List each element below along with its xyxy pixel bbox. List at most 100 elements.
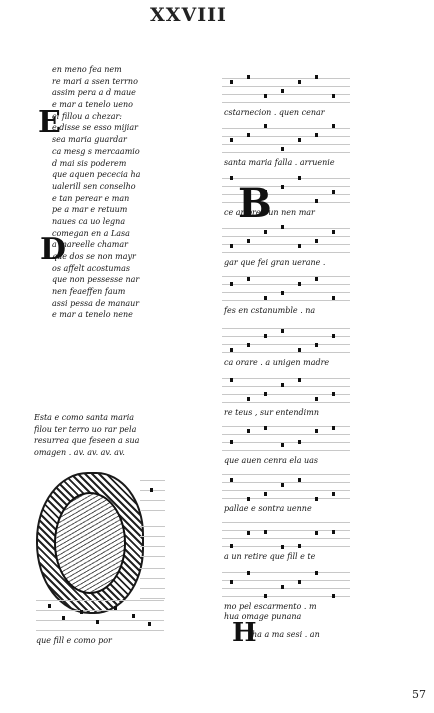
music-note <box>281 585 284 589</box>
text-line: en meno fea nem <box>52 65 122 74</box>
text-line: e mar a tenelo ueno <box>52 100 133 110</box>
rubric-line: filou ter terro uo rar pela <box>34 424 137 434</box>
text-line: e tan perear e man <box>52 193 130 203</box>
lyric-line: gar que fei gran uerane . <box>224 258 326 267</box>
music-note <box>281 89 284 93</box>
lyric-line: ce ar pren un nen mar <box>224 208 315 217</box>
music-note <box>332 190 335 194</box>
music-note <box>332 230 335 234</box>
music-note <box>247 343 250 347</box>
music-note <box>298 348 301 352</box>
text-line: ualerill sen conselho <box>52 181 136 191</box>
music-note <box>332 594 335 598</box>
text-line: re mari a ssen terrno <box>52 76 138 86</box>
music-note <box>247 429 250 433</box>
music-note <box>264 190 267 194</box>
music-note <box>298 244 301 248</box>
lyric-line: cstarnecion . quen cenar <box>224 108 325 117</box>
page-number: 57 <box>412 688 426 701</box>
music-note <box>264 230 267 234</box>
music-note <box>264 124 267 128</box>
music-note <box>281 545 284 549</box>
text-line: naues ca uo legna <box>52 216 126 226</box>
music-note <box>332 392 335 396</box>
final-lyric-line: ha a ma sesi . an <box>252 630 320 639</box>
music-note <box>230 348 233 352</box>
music-staff <box>222 322 350 366</box>
music-note <box>281 185 284 189</box>
music-note <box>230 138 233 142</box>
lyric-line: re teus , sur entendimn <box>224 408 319 417</box>
music-note <box>298 580 301 584</box>
text-line: que dos se non mayr <box>52 252 136 261</box>
music-note <box>230 244 233 248</box>
music-note <box>315 199 318 203</box>
music-note <box>281 443 284 447</box>
music-note <box>230 176 233 180</box>
music-note <box>315 75 318 79</box>
music-note <box>230 544 233 548</box>
illuminated-initial-center <box>54 492 126 594</box>
music-staff <box>222 420 350 464</box>
music-staff <box>222 566 350 610</box>
music-note <box>230 478 233 482</box>
music-staff <box>222 172 350 216</box>
music-note <box>247 133 250 137</box>
music-note <box>230 440 233 444</box>
music-note <box>298 176 301 180</box>
music-note <box>264 392 267 396</box>
music-note <box>264 296 267 300</box>
music-note <box>264 94 267 98</box>
music-staff <box>222 122 350 166</box>
text-line: comegan en a Lasa <box>52 228 130 238</box>
lyric-line: a un retire que fill e te <box>224 552 316 561</box>
text-line: a mareelle chamar <box>52 240 128 250</box>
music-note <box>298 440 301 444</box>
music-note <box>247 75 250 79</box>
music-note <box>332 426 335 430</box>
music-note <box>315 571 318 575</box>
decorated-initial-e: E <box>38 105 61 140</box>
text-line: nen feaeffen faum <box>52 287 126 297</box>
music-note <box>281 329 284 333</box>
text-line: pe a mar e retuum <box>52 205 128 215</box>
music-note <box>230 580 233 584</box>
text-line: que non pessesse nar <box>52 275 140 285</box>
lyric-line: ca orare . a unigen madre <box>224 358 330 367</box>
lyric-line: pallae e sontra uenne <box>224 504 312 513</box>
music-note <box>281 147 284 151</box>
music-note <box>281 291 284 295</box>
decorated-initial-b: B <box>238 180 272 227</box>
text-line: os affelt acostumas <box>52 263 130 273</box>
music-note <box>332 296 335 300</box>
music-note <box>298 378 301 382</box>
music-note <box>281 383 284 387</box>
text-line: que aquen pececia ha <box>52 170 141 180</box>
music-staff <box>222 468 350 512</box>
text-line: e disse se esso mijiar <box>52 123 138 133</box>
rubric-line: omagen . av. av. av. av. <box>34 448 125 458</box>
music-note <box>332 334 335 338</box>
decorated-initial-h: H <box>232 618 257 648</box>
lyric-line: hua omage punana <box>224 612 302 621</box>
music-note <box>298 478 301 482</box>
text-line: el fillou a chezar: <box>52 111 122 121</box>
music-note <box>315 497 318 501</box>
text-line: sea maria guardar <box>52 135 127 145</box>
music-note <box>332 530 335 534</box>
music-note <box>247 199 250 203</box>
music-note <box>230 282 233 286</box>
music-note <box>332 124 335 128</box>
music-staff <box>222 72 350 116</box>
lyric-line: fes en cstanumble . na <box>224 306 316 315</box>
lyric-line: santa maria falla . arruenie <box>224 158 335 167</box>
illuminated-initial <box>36 472 144 614</box>
rubric-line: resurrea que feseen a sua <box>34 436 140 446</box>
text-line: e mar a tenelo nene <box>52 310 133 320</box>
music-note <box>264 594 267 598</box>
music-staff <box>222 516 350 560</box>
music-note <box>315 133 318 137</box>
music-note <box>247 397 250 401</box>
music-note <box>264 334 267 338</box>
lyric-line: mo pel escarmento . m <box>224 602 317 611</box>
